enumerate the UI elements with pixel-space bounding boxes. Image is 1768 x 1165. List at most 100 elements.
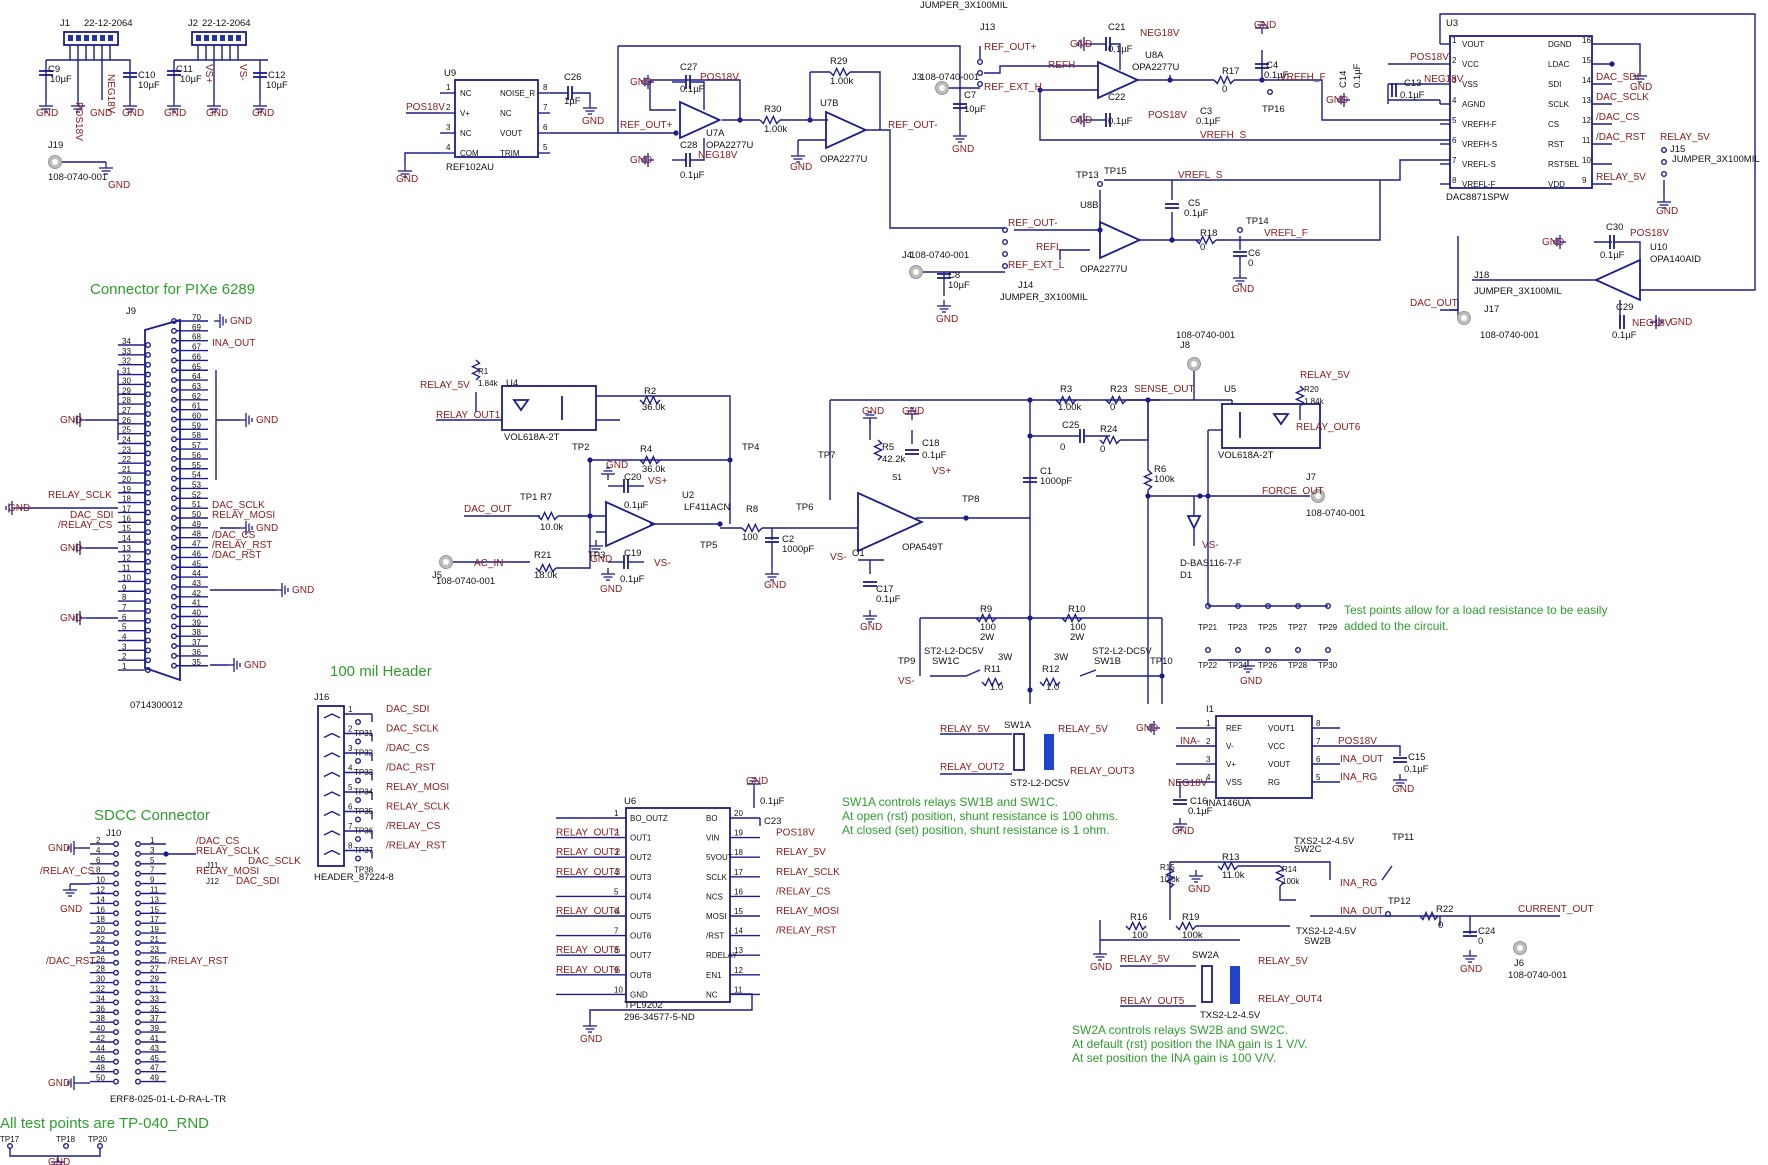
ground-symbol <box>641 153 654 167</box>
u3-right-pin: LDAC <box>1548 60 1570 69</box>
gnd-net-label: GND <box>1670 317 1692 328</box>
label: CURRENT_OUT <box>1518 904 1594 915</box>
test-point-symbol <box>1204 603 1211 610</box>
diode-symbol <box>1186 515 1202 531</box>
j9-pin-number: 36 <box>192 648 201 657</box>
ground-symbol <box>953 130 967 143</box>
u9-pin-label: NOISE_R <box>500 89 535 98</box>
label: U2 <box>682 490 694 501</box>
u3-right-pin: SCLK <box>1548 100 1570 109</box>
u3-left-pin: VSS <box>1462 80 1478 89</box>
label: 0.1µF <box>1612 330 1637 341</box>
u6-right-net: RELAY_MOSI <box>776 906 839 917</box>
label: U6 <box>624 796 636 807</box>
label: C6 <box>1248 248 1260 259</box>
j9-pin-number: 63 <box>192 382 201 391</box>
ground-symbol <box>601 467 615 480</box>
resistor-symbol <box>741 522 763 534</box>
ground-symbol <box>71 100 85 113</box>
label: C8 <box>948 270 960 281</box>
pin-socket <box>134 880 141 887</box>
label: 0 <box>1100 444 1105 455</box>
label: /DAC_RST <box>46 956 95 967</box>
label: O1 <box>852 548 865 559</box>
label: D1 <box>1180 570 1192 581</box>
label: J13 <box>980 22 995 33</box>
header-pin-chevron <box>323 752 341 758</box>
connector-pin <box>236 35 241 41</box>
j9-pin-number: 55 <box>192 461 201 470</box>
label: RELAY_5V <box>1596 172 1646 183</box>
label: GND <box>396 174 418 185</box>
label: 108-0740-001 <box>1480 330 1539 341</box>
pin-number: 4 <box>614 868 619 877</box>
i1-right-pin: VCC <box>1268 742 1285 751</box>
text: C14 <box>1338 71 1349 88</box>
wire <box>1110 43 1121 70</box>
j10-pin-number: 34 <box>96 994 105 1003</box>
label: 100k <box>1282 877 1300 886</box>
label: /RELAY_RST <box>168 956 228 967</box>
label: INA_OUT <box>1340 906 1383 917</box>
label: TP6 <box>796 502 813 513</box>
label: 10µF <box>50 74 72 85</box>
j9-pin-number: 35 <box>192 658 201 667</box>
opamp-symbol <box>857 491 924 553</box>
sdcc-connector-title: SDCC Connector <box>94 807 210 824</box>
j9-pin-number: 33 <box>122 347 131 356</box>
wire <box>404 152 440 165</box>
pin-socket <box>144 657 151 664</box>
j10-pin-number: 13 <box>150 895 159 904</box>
label: 0.1µF <box>1108 44 1133 55</box>
label: GND <box>1172 826 1194 837</box>
gnd-net-label: GND <box>8 503 30 514</box>
label: REF_OUT- <box>888 120 937 131</box>
label: VS- <box>830 552 847 563</box>
label: SW2A <box>1192 950 1220 961</box>
label: GND <box>1656 206 1678 217</box>
label: TPL9202 <box>624 1000 663 1011</box>
u3-left-pin: VCC <box>1462 60 1479 69</box>
label: TP4 <box>742 442 759 453</box>
ground-symbol <box>583 102 597 115</box>
label: /DAC_CS <box>196 836 240 847</box>
label: RELAY_OUT6 <box>1296 422 1361 433</box>
ground-symbol <box>1650 315 1663 329</box>
label: REF102AU <box>446 162 494 173</box>
label: RELAY_5V <box>1258 956 1308 967</box>
test-point-symbol <box>1384 911 1391 918</box>
load-test-point: TP29 <box>1318 623 1338 632</box>
junction-dot <box>1197 493 1203 499</box>
j9-pin-number: 4 <box>122 633 127 642</box>
label: RELAY_MOSI <box>212 510 275 521</box>
label: POS18V <box>1148 110 1187 121</box>
pin-socket <box>144 519 151 526</box>
j10-pin-number: 49 <box>150 1074 159 1083</box>
pin-socket <box>144 617 151 624</box>
j9-pin-number: 54 <box>192 471 201 480</box>
label: /RELAY_RST <box>212 540 272 551</box>
pin-socket <box>170 337 177 344</box>
label: C10 <box>138 70 155 81</box>
j9-pin-number: 60 <box>192 412 201 421</box>
pin-number: 2 <box>1206 737 1211 746</box>
wire <box>1104 159 1450 181</box>
label: INA146UA <box>1206 798 1252 809</box>
resistor-symbol <box>535 562 557 574</box>
label: VS+ <box>648 476 667 487</box>
label: /RELAY_CS <box>40 866 95 877</box>
label: DAC8871SPW <box>1446 192 1509 203</box>
sw2-note-line: At set position the INA gain is 100 V/V. <box>1072 1051 1276 1065</box>
j9-pin-number: 43 <box>192 579 201 588</box>
resistor-symbol <box>1125 920 1147 932</box>
label: 1.00k <box>1058 402 1081 413</box>
label: 108-0740-001 <box>48 172 107 183</box>
ic-body <box>1201 965 1213 1003</box>
ground-symbol <box>1077 37 1090 51</box>
ground-symbol <box>276 583 289 597</box>
pin-socket <box>134 979 141 986</box>
test-point-symbol <box>1204 647 1211 654</box>
label: /DAC_CS <box>1596 112 1640 123</box>
j9-pin-number: 44 <box>192 569 201 578</box>
label: U4 <box>506 378 518 389</box>
